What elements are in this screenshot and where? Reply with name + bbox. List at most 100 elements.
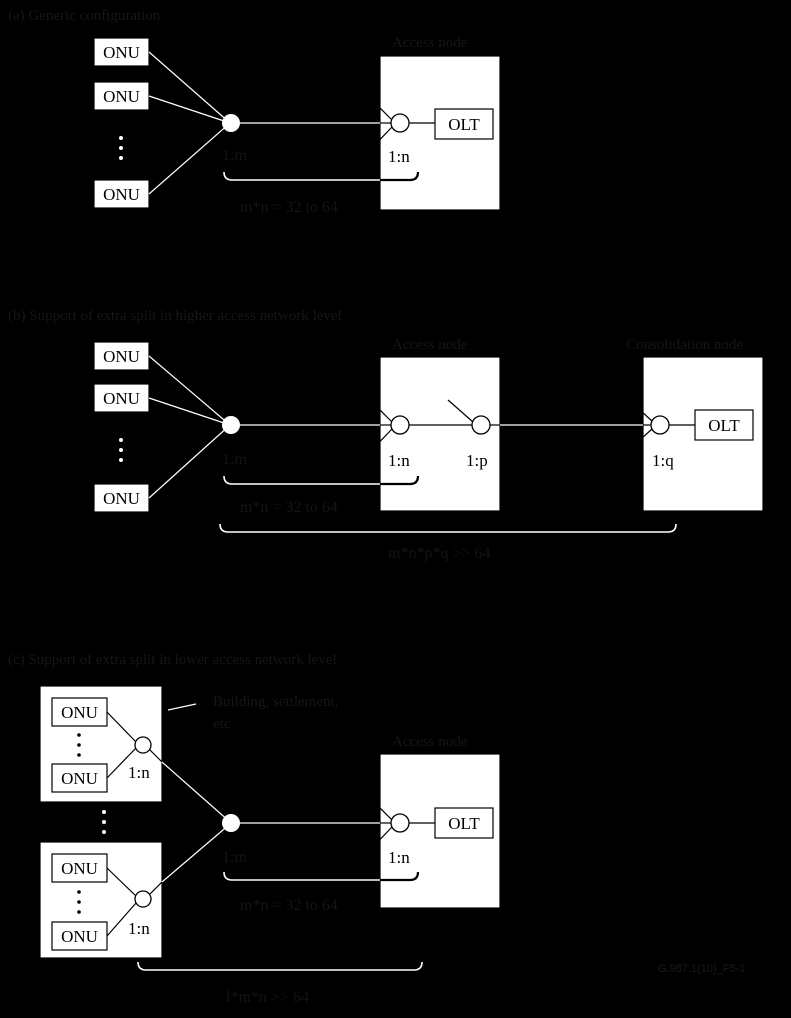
ellipsis-dot [77,753,81,757]
splitter-port [367,795,393,821]
fiber-link [148,95,231,124]
ellipsis-dot [77,743,81,747]
onu-label: ONU [61,703,98,722]
splitter-port [367,428,393,455]
olt-box [434,807,494,839]
ellipsis-dot [102,820,106,824]
splitter-m [222,814,240,832]
fiber-link [148,424,231,499]
section-c-title: (c) Support of extra split in lower acce… [8,652,337,668]
olt-label: OLT [448,814,480,833]
onu-label: ONU [103,347,140,366]
splitter-m [222,114,240,132]
splitter-q [650,415,670,435]
fiber-link [148,122,231,195]
split-m-label: 1:m [222,451,247,468]
split-n-label: 1:n [128,763,150,782]
split-m-label: 1:m [222,849,247,866]
onu-box [93,341,150,371]
onu-label: ONU [61,927,98,946]
section-a-title: (a) Generic configuration [8,8,161,24]
splitter-port [447,399,474,423]
access-node-label: Access node [392,734,468,750]
ellipsis-dot [119,458,123,462]
figure-id: G.987.1(10)_F5-1 [658,963,745,975]
ellipsis-dot [119,136,123,140]
ellipsis-dot [119,156,123,160]
splitter-m [222,416,240,434]
formula-mn: m*n = 32 to 64 [240,499,338,516]
section-b-title: (b) Support of extra split in higher acc… [8,308,342,324]
olt-label: OLT [448,115,480,134]
split-n-label: 1:n [388,147,410,166]
fiber-link [106,867,137,897]
callout-line [167,703,197,711]
consolidation-node-label: Consolidation node [626,337,743,353]
drop-fiber [149,881,163,895]
brace-mn [380,475,420,486]
splitter-port [367,826,393,853]
brace-mn [380,871,420,882]
fiber-link [106,747,137,779]
splitter-port [367,397,393,423]
fiber-link [148,51,231,124]
brace-mnpq [219,523,677,533]
olt-box [694,409,754,441]
splitter-port [630,428,653,449]
splitter-port [367,95,393,121]
ellipsis-dot [119,448,123,452]
onu-label: ONU [103,87,140,106]
splitter-n [390,813,410,833]
splitter-l [134,736,152,754]
fiber-link [106,902,137,937]
splitter-p [471,415,491,435]
splitter-port [630,401,653,422]
olt-box [434,108,494,140]
onu-box [93,37,150,67]
drop-fiber [149,749,163,763]
formula-lmn: l*m*n >> 64 [226,989,309,1006]
fiber-link [148,397,231,426]
splitter-port [367,126,393,153]
section-b: (b) Support of extra split in higher acc… [8,308,764,562]
brace-lmn [137,961,423,971]
ellipsis-dot [119,146,123,150]
splitter-n [390,415,410,435]
formula-mn: m*n = 32 to 64 [240,199,338,216]
brace-mn [223,475,380,485]
brace-mn [223,171,380,181]
split-n-label: 1:n [388,451,410,470]
onu-label: ONU [61,769,98,788]
brace-mn [223,871,380,881]
ellipsis-dot [77,733,81,737]
building-label: Building, settlement, [213,694,338,710]
splitter-n [390,113,410,133]
ellipsis-dot [102,810,106,814]
onu-box [93,383,150,413]
formula-mnpq: m*n*p*q >> 64 [388,545,491,562]
split-n-label: 1:n [128,919,150,938]
formula-mn: m*n = 32 to 64 [240,897,338,914]
onu-box [93,81,150,111]
fiber-link [106,711,137,743]
onu-label: ONU [61,859,98,878]
onu-box [51,921,108,951]
ellipsis-dot [77,910,81,914]
section-c: (c) Support of extra split in lower acce… [8,652,745,1006]
section-a: (a) Generic configuration Access node ON… [8,8,501,216]
drop-fiber [161,761,231,823]
brace-mn [380,171,420,182]
access-node-label: Access node [392,35,468,51]
onu-label: ONU [103,389,140,408]
fiber-link [148,355,231,426]
onu-box [51,853,108,883]
onu-label: ONU [103,185,140,204]
ellipsis-dot [119,438,123,442]
drop-fiber [161,823,231,883]
ellipsis-dot [102,830,106,834]
ellipsis-dot [77,890,81,894]
split-q-label: 1:q [652,451,674,470]
onu-label: ONU [103,43,140,62]
building-label-2: etc [213,716,231,732]
